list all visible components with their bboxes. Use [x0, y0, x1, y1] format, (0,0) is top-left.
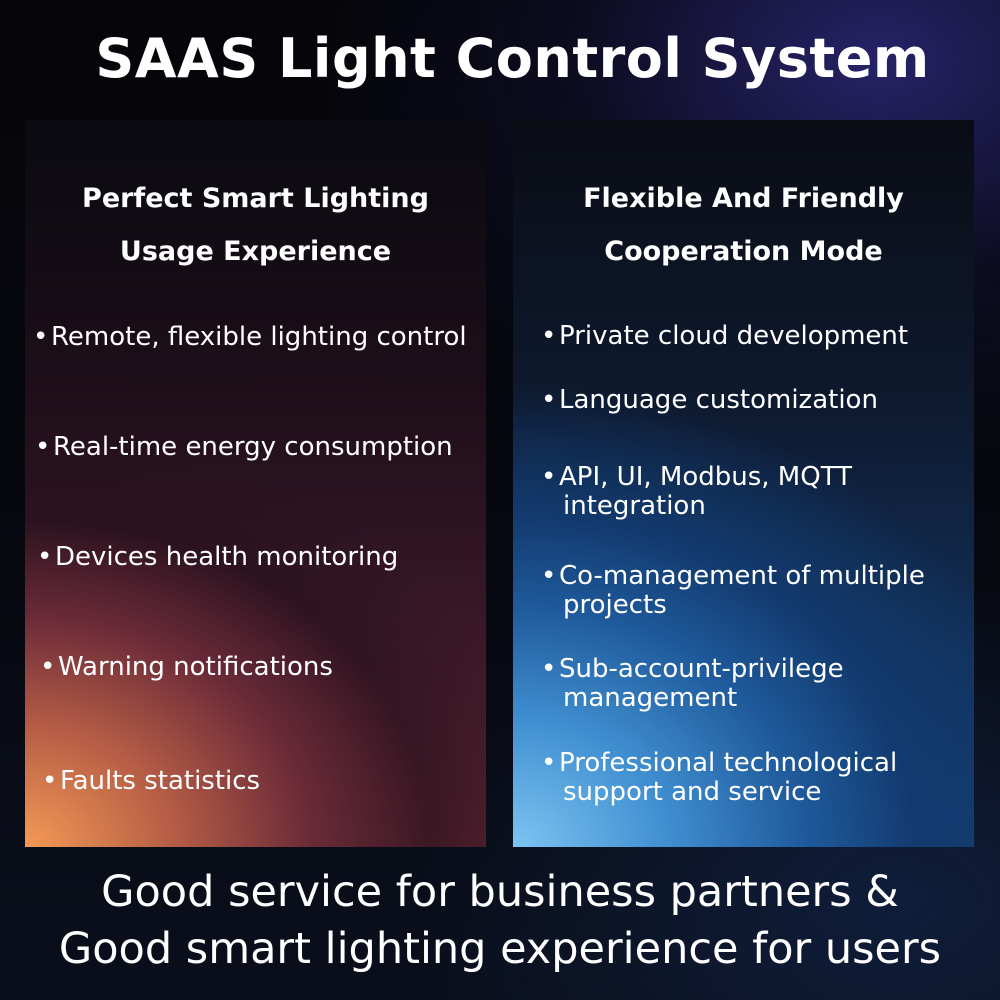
bullet-icon: •	[541, 748, 557, 778]
list-item: •Private cloud development	[541, 322, 908, 351]
list-item-text: Language customization	[559, 385, 878, 415]
list-item-text: Professional technological	[559, 748, 898, 778]
cooperation-panel: Flexible And Friendly Cooperation Mode •…	[513, 120, 974, 847]
list-item-text-continued: integration	[563, 491, 706, 521]
bullet-icon: •	[541, 462, 557, 492]
bullet-icon: •	[33, 322, 49, 352]
bullet-icon: •	[37, 542, 53, 572]
footer-line: Good smart lighting experience for users	[58, 924, 942, 974]
experience-panel: Perfect Smart Lighting Usage Experience …	[25, 120, 486, 847]
heading-line: Cooperation Mode	[604, 236, 883, 267]
list-item-text: Sub-account-privilege	[559, 654, 844, 684]
page-title: SAAS Light Control System	[95, 27, 930, 90]
list-item-text: Remote, flexible lighting control	[51, 322, 467, 352]
list-item: •Co-management of multiple projects	[541, 562, 925, 620]
list-item-text: Co-management of multiple	[559, 561, 925, 591]
list-item: •Real-time energy consumption	[35, 433, 453, 462]
bullet-icon: •	[541, 561, 557, 591]
footer-line: Good service for business partners &	[101, 867, 899, 917]
list-item: •Professional technological support and …	[541, 749, 897, 807]
list-item: •Sub-account-privilege management	[541, 655, 844, 713]
heading-line: Usage Experience	[119, 236, 392, 267]
list-item: •Faults statistics	[42, 767, 260, 796]
list-item-text-continued: support and service	[563, 777, 822, 807]
bullet-icon: •	[40, 652, 56, 682]
list-item-text: Real-time energy consumption	[53, 432, 453, 462]
list-item-text-continued: management	[563, 683, 738, 713]
heading-line: Perfect Smart Lighting	[82, 183, 429, 214]
cooperation-panel-heading: Flexible And Friendly Cooperation Mode	[513, 172, 974, 278]
list-item: •Remote, flexible lighting control	[33, 323, 467, 352]
list-item-text-continued: projects	[563, 590, 667, 620]
heading-line: Flexible And Friendly	[583, 183, 904, 214]
list-item-text: Warning notifications	[58, 652, 333, 682]
bullet-icon: •	[35, 432, 51, 462]
experience-panel-heading: Perfect Smart Lighting Usage Experience	[25, 172, 486, 278]
list-item: •Language customization	[541, 386, 878, 415]
list-item-text: Faults statistics	[60, 766, 261, 796]
bullet-icon: •	[541, 321, 557, 351]
bullet-icon: •	[541, 654, 557, 684]
bullet-icon: •	[42, 766, 58, 796]
list-item: •Warning notifications	[40, 653, 333, 682]
list-item-text: Private cloud development	[559, 321, 909, 351]
list-item-text: API, UI, Modbus, MQTT	[559, 462, 852, 492]
list-item-text: Devices health monitoring	[55, 542, 399, 572]
list-item: •Devices health monitoring	[37, 543, 398, 572]
list-item: •API, UI, Modbus, MQTT integration	[541, 463, 852, 521]
bullet-icon: •	[541, 385, 557, 415]
